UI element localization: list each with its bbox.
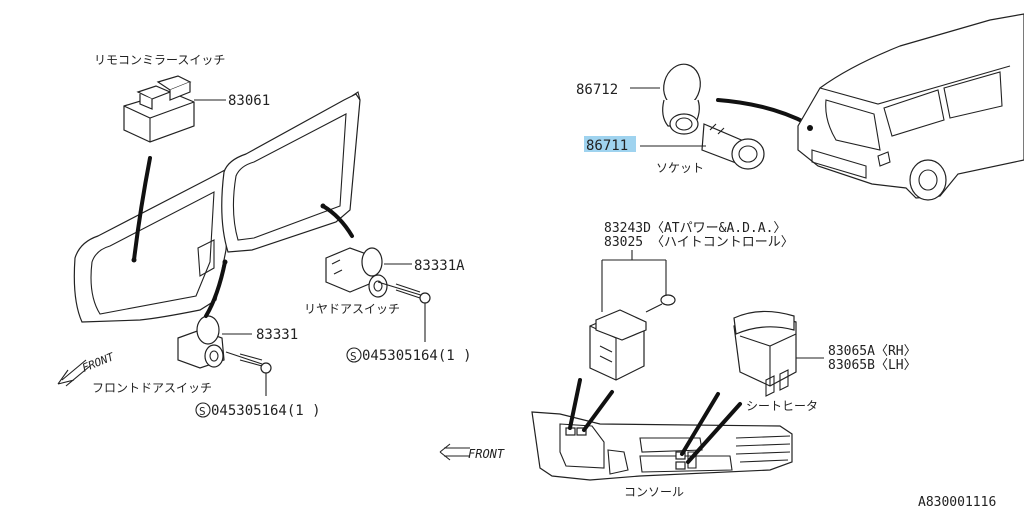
leader-bracket-83243d bbox=[601, 250, 667, 312]
label-86712: 86712 bbox=[576, 82, 618, 98]
label-83061: 83061 bbox=[228, 93, 270, 109]
remote-mirror-switch-part bbox=[123, 75, 195, 143]
label-83331: 83331 bbox=[256, 327, 298, 343]
seat-heater-switch-part bbox=[733, 310, 797, 397]
label-rear-door-switch: リヤドアスイッチ bbox=[304, 302, 400, 316]
connector-lines-console bbox=[568, 378, 742, 464]
label-screw-1: 045305164(1 ) bbox=[362, 348, 472, 364]
label-front-right: FRONT bbox=[468, 447, 505, 461]
socket-cap-part bbox=[662, 63, 701, 135]
rear-door-switch-part bbox=[325, 247, 388, 298]
socket-part bbox=[701, 123, 765, 170]
label-83065b: 83065B〈LH〉 bbox=[828, 358, 917, 373]
label-seat-heater: シートヒータ bbox=[746, 399, 818, 413]
label-screw-2: 045305164(1 ) bbox=[211, 403, 321, 419]
label-console: コンソール bbox=[624, 485, 684, 499]
screw-parts bbox=[225, 281, 431, 396]
label-remote-mirror-switch: リモコンミラースイッチ bbox=[94, 53, 225, 67]
car-outline bbox=[797, 13, 1024, 201]
label-83331a: 83331A bbox=[414, 258, 465, 274]
label-front-door-switch: フロントドアスイッチ bbox=[92, 381, 212, 395]
label-86711[interactable]: 86711 bbox=[586, 138, 628, 154]
label-socket: ソケット bbox=[656, 161, 704, 175]
label-83243d: 83243D〈ATパワー&A.D.A.〉 bbox=[604, 221, 786, 236]
label-83065a: 83065A〈RH〉 bbox=[828, 344, 917, 359]
label-front-left: FRONT bbox=[80, 350, 117, 375]
connector-lines-left bbox=[131, 156, 354, 318]
front-arrow-left-icon bbox=[57, 359, 91, 387]
front-arrow-right-icon bbox=[439, 443, 470, 461]
screw-symbol-2: S bbox=[199, 405, 206, 418]
front-door-switch-part bbox=[177, 315, 225, 369]
console-part bbox=[531, 411, 793, 481]
highlight-86711 bbox=[584, 136, 636, 152]
power-switch-part bbox=[589, 294, 676, 381]
door-panels bbox=[73, 91, 361, 323]
label-83025: 83025 〈ハイトコントロール〉 bbox=[604, 235, 794, 250]
screw-symbol-1: S bbox=[350, 350, 357, 363]
leader-lines-left bbox=[194, 99, 412, 335]
connector-socket-car bbox=[716, 98, 810, 126]
figure-id: A830001116 bbox=[918, 495, 996, 510]
